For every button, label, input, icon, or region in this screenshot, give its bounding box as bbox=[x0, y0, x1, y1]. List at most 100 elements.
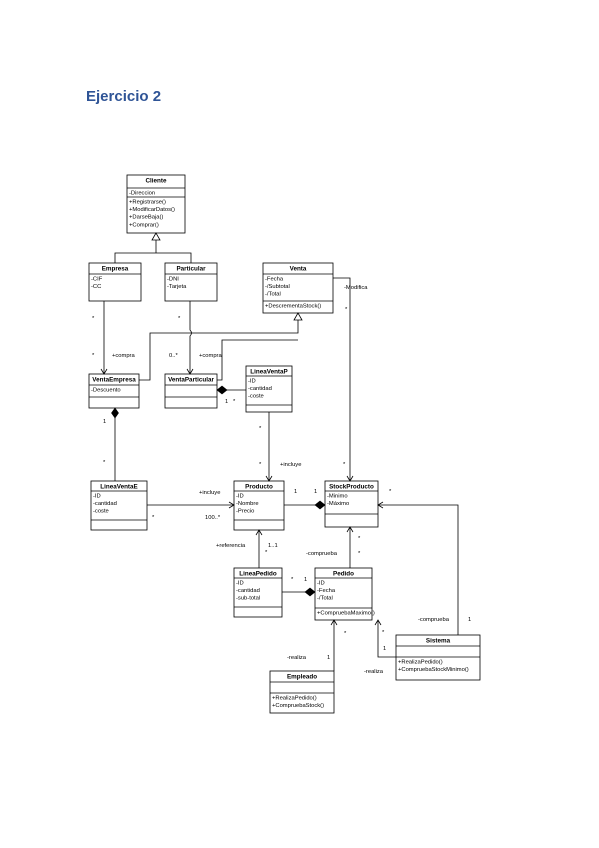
assoc-label-one-one: 1..1 bbox=[268, 543, 278, 549]
assoc-label-one: 1 bbox=[294, 489, 297, 495]
class-attribute: -ID bbox=[317, 581, 325, 587]
class-venta: Venta-Fecha-/Subtotal-/Total+Descrementa… bbox=[262, 262, 334, 314]
assoc-label-compra: +compra bbox=[112, 353, 135, 359]
class-boxes: Cliente-Direccion+Registrarse()+Modifica… bbox=[88, 174, 481, 714]
assoc-venta-stockproducto bbox=[333, 277, 351, 481]
arrow-empresa-ventaempresa bbox=[100, 368, 108, 375]
class-stock-producto: StockProducto-Minimo-Máximo bbox=[324, 480, 379, 528]
class-box bbox=[245, 365, 293, 413]
assoc-label-star: * bbox=[291, 577, 294, 583]
class-attribute: -Precio bbox=[236, 509, 254, 515]
class-attribute: -DNI bbox=[167, 277, 179, 283]
class-attribute: -/Total bbox=[317, 596, 333, 602]
class-name: StockProducto bbox=[329, 484, 374, 491]
assoc-label-star: * bbox=[259, 426, 262, 432]
class-box bbox=[233, 480, 285, 531]
assoc-label-one: 1 bbox=[327, 655, 330, 661]
class-box bbox=[88, 373, 140, 409]
class-box bbox=[269, 670, 335, 714]
class-name: LineaVentaP bbox=[250, 369, 287, 376]
class-attribute: -CIF bbox=[91, 277, 103, 283]
assoc-label-star: * bbox=[92, 353, 95, 359]
generalization-venta-right bbox=[217, 339, 298, 381]
class-box bbox=[90, 480, 148, 531]
class-box bbox=[164, 373, 218, 409]
class-operation: +CompruebaMaximo() bbox=[317, 611, 375, 617]
class-name: Producto bbox=[245, 484, 273, 491]
generalization-venta-left bbox=[139, 320, 299, 381]
assoc-label-star: * bbox=[265, 550, 268, 556]
class-venta-particular: VentaParticular bbox=[164, 373, 218, 409]
diamond-pedido bbox=[304, 587, 316, 597]
assoc-label-one: 1 bbox=[103, 419, 106, 425]
assoc-sistema-pedido bbox=[377, 620, 396, 658]
class-attribute: -cantidad bbox=[236, 588, 260, 594]
class-name: Pedido bbox=[333, 571, 354, 578]
class-name: Particular bbox=[176, 266, 206, 273]
class-attribute: -coste bbox=[248, 394, 264, 400]
class-linea-pedido: LineaPedido-ID-cantidad-sub-total bbox=[233, 567, 283, 618]
class-linea-venta-e: LineaVentaE-ID-cantidad-coste bbox=[90, 480, 148, 531]
assoc-label-incluye: +incluye bbox=[199, 490, 220, 496]
class-attribute: -sub-total bbox=[236, 596, 260, 602]
assoc-particular-ventaparticular bbox=[189, 301, 192, 374]
assoc-label-one: 1 bbox=[468, 617, 471, 623]
class-attribute: -cantidad bbox=[248, 386, 272, 392]
arrow-lineapedido-producto bbox=[255, 529, 263, 536]
class-attribute: -Fecha bbox=[265, 277, 284, 283]
assoc-label-zero-many: 0..* bbox=[169, 353, 178, 359]
arrow-sistema-stock bbox=[377, 501, 384, 509]
class-name: VentaParticular bbox=[168, 377, 214, 384]
assoc-label-realiza: -realiza bbox=[287, 655, 307, 661]
class-attribute: -coste bbox=[93, 509, 109, 515]
assoc-label-star: * bbox=[343, 462, 346, 468]
class-particular: Particular -DNI-Tarjeta bbox=[164, 262, 218, 302]
assoc-label-star: * bbox=[344, 631, 347, 637]
class-operation: +CompruebaStockMinimo() bbox=[398, 667, 469, 673]
class-attribute: -ID bbox=[248, 379, 256, 385]
class-attribute: -/Total bbox=[265, 292, 281, 298]
arrow-pedido-stock bbox=[346, 526, 354, 533]
page-title: Ejercicio 2 bbox=[86, 88, 162, 105]
assoc-sistema-stock bbox=[378, 504, 459, 635]
arrow-lineaventap-producto bbox=[265, 475, 273, 482]
assoc-label-one: 1 bbox=[225, 399, 228, 405]
class-attribute: -/Subtotal bbox=[265, 284, 290, 290]
generalization-arrow-venta bbox=[293, 312, 303, 321]
class-attribute: -ID bbox=[236, 581, 244, 587]
assoc-label-star: * bbox=[178, 316, 181, 322]
class-attribute: -Máximo bbox=[327, 501, 349, 507]
class-empleado: Empleado+RealizaPedido()+CompruebaStock(… bbox=[269, 670, 335, 714]
class-operation: +DarseBaja() bbox=[129, 215, 163, 221]
assoc-label-star: * bbox=[103, 460, 106, 466]
assoc-label-star: * bbox=[259, 462, 262, 468]
generalization-cliente-line bbox=[114, 252, 192, 263]
class-box bbox=[233, 567, 283, 618]
class-attribute: -Fecha bbox=[317, 588, 336, 594]
class-name: Sistema bbox=[426, 638, 451, 645]
class-operation: +Registrarse() bbox=[129, 200, 166, 206]
class-operation: +ModificarDatos() bbox=[129, 207, 175, 213]
arrow-sistema-pedido bbox=[374, 619, 382, 626]
assoc-label-star: * bbox=[152, 515, 155, 521]
class-attribute: -Tarjeta bbox=[167, 284, 187, 290]
class-attribute: -ID bbox=[236, 494, 244, 500]
class-operation: +Comprar() bbox=[129, 222, 159, 228]
arrow-lineaventae-producto bbox=[228, 501, 235, 509]
class-attribute: -Descuento bbox=[91, 388, 121, 394]
assoc-label-star: * bbox=[358, 536, 361, 542]
class-box bbox=[395, 634, 481, 681]
class-box bbox=[164, 262, 218, 302]
class-operation: +RealizaPedido() bbox=[272, 696, 317, 702]
class-name: Venta bbox=[290, 266, 307, 273]
class-name: Cliente bbox=[146, 178, 167, 185]
class-attribute: -cantidad bbox=[93, 501, 117, 507]
associations bbox=[100, 232, 459, 671]
assoc-label-one: 1 bbox=[304, 577, 307, 583]
diamond-ventaparticular bbox=[216, 385, 228, 395]
class-operation: +RealizaPedido() bbox=[398, 660, 443, 666]
assoc-label-realiza: -realiza bbox=[364, 669, 384, 675]
class-sistema: Sistema +RealizaPedido()+CompruebaStockMi… bbox=[395, 634, 481, 681]
class-name: LineaVentaE bbox=[100, 484, 137, 491]
